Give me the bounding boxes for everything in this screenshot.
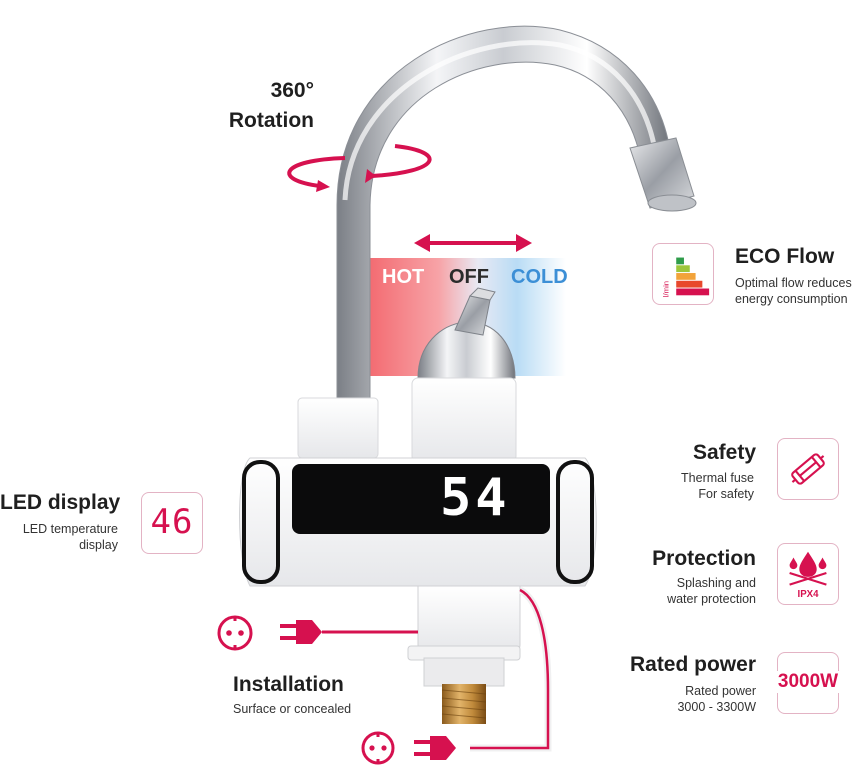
eco-flow-icon: l/min [652,243,714,305]
led-display-desc-line2: display [79,538,118,552]
rotation-degree: 360° [270,79,314,102]
power-badge-value: 3000W [772,671,844,693]
eco-flow-desc-line1: Optimal flow reduces [735,276,852,290]
faucet-led-readout: 54 [440,468,511,528]
safety-title: Safety [692,441,756,464]
led-display-desc-line1: LED temperature [22,522,118,536]
eco-flow-desc-line2: energy consumption [735,292,848,306]
protection-title: Protection [652,547,756,570]
water-protection-icon: IPX4 [777,543,839,605]
led-display-icon-value: 46 [150,502,194,542]
eco-flow-title: ECO Flow [735,245,835,268]
protection-desc-line1: Splashing and [676,576,756,590]
rated-power-desc-line2: 3000 - 3300W [677,700,756,714]
led-display-icon: 46 [141,492,203,554]
rated-power-desc-line1: Rated power [685,684,756,698]
fuse-icon [777,438,839,500]
mode-off-label: OFF [449,266,489,288]
mode-hot-label: HOT [382,266,425,288]
mode-cold-label: COLD [511,266,568,288]
installation-title: Installation [233,673,344,696]
ipx4-badge: IPX4 [798,589,820,600]
led-display-title: LED display [0,491,121,514]
installation-desc: Surface or concealed [233,702,352,716]
safety-desc-line1: Thermal fuse [681,471,754,485]
eco-flow-icon-label: l/min [661,281,670,297]
power-badge-icon: 3000W [772,652,844,714]
rated-power-title: Rated power [629,653,756,676]
protection-desc-line2: water protection [667,592,756,606]
rotation-label: Rotation [228,109,314,132]
safety-desc-line2: For safety [698,487,754,501]
